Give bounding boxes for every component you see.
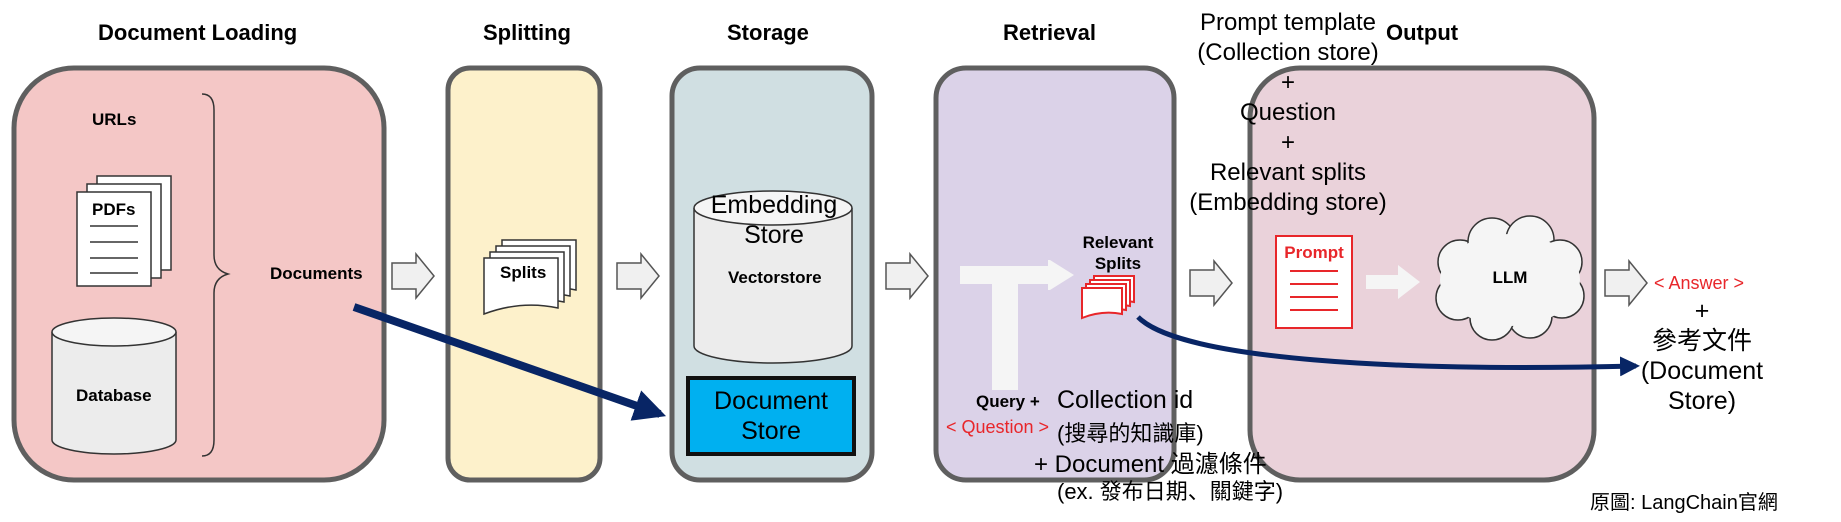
documents-to-document-store-arrow — [352, 303, 667, 421]
splits-label: Splits — [500, 263, 547, 282]
document-store-label: Document Store — [714, 387, 828, 445]
query-label: Query + — [976, 392, 1040, 411]
llm-label: LLM — [1492, 268, 1528, 287]
query-arrow-icon — [960, 260, 1074, 390]
database-icon — [51, 317, 177, 455]
answer-label: < Answer > — [1654, 273, 1745, 293]
pdfs-label: PDFs — [92, 200, 136, 219]
document-filter-note: (ex. 發布日期、關鍵字) — [1057, 479, 1284, 504]
reference-documents-label: + 參考文件 (Document Store) — [1640, 297, 1764, 415]
urls-label: URLs — [92, 110, 137, 129]
stage-heading-storage: Storage — [727, 20, 809, 45]
collection-id-label: Collection id — [1057, 386, 1194, 414]
pdf-stack-icon — [76, 175, 172, 287]
stage-heading-loading: Document Loading — [98, 20, 298, 45]
stage-heading-splitting: Splitting — [483, 20, 571, 45]
question-label: < Question > — [946, 417, 1050, 437]
relevant-splits-icon — [1081, 275, 1135, 320]
collection-id-note: (搜尋的知識庫) — [1057, 421, 1204, 446]
document-filter-label: + Document 過濾條件 — [1034, 451, 1267, 478]
splits-to-reference-docs-arrow — [1136, 315, 1640, 377]
documents-label: Documents — [270, 264, 363, 283]
vectorstore-icon — [693, 190, 853, 364]
embedding-store-label: Embedding Store — [710, 191, 838, 249]
stage-heading-retrieval: Retrieval — [1003, 20, 1096, 45]
relevant-splits-label: Relevant Splits — [1082, 233, 1154, 273]
prompt-document-icon — [1275, 235, 1353, 329]
database-label: Database — [76, 386, 152, 405]
prompt-to-llm-arrow-icon — [1366, 265, 1420, 299]
source-note: 原圖: LangChain官網 — [1590, 492, 1778, 514]
block-arrow-icon — [391, 251, 1648, 308]
prompt-label: Prompt — [1284, 243, 1344, 262]
stage-heading-output: Output — [1386, 20, 1459, 45]
document-store-box — [686, 376, 856, 456]
curly-brace-icon — [201, 93, 231, 457]
llm-cloud-icon — [1435, 215, 1585, 341]
output-panel — [1247, 65, 1597, 483]
prompt-template-text: Prompt template (Collection store) + Que… — [1189, 9, 1387, 216]
splits-stack-icon — [483, 239, 577, 316]
vectorstore-label: Vectorstore — [728, 268, 822, 287]
